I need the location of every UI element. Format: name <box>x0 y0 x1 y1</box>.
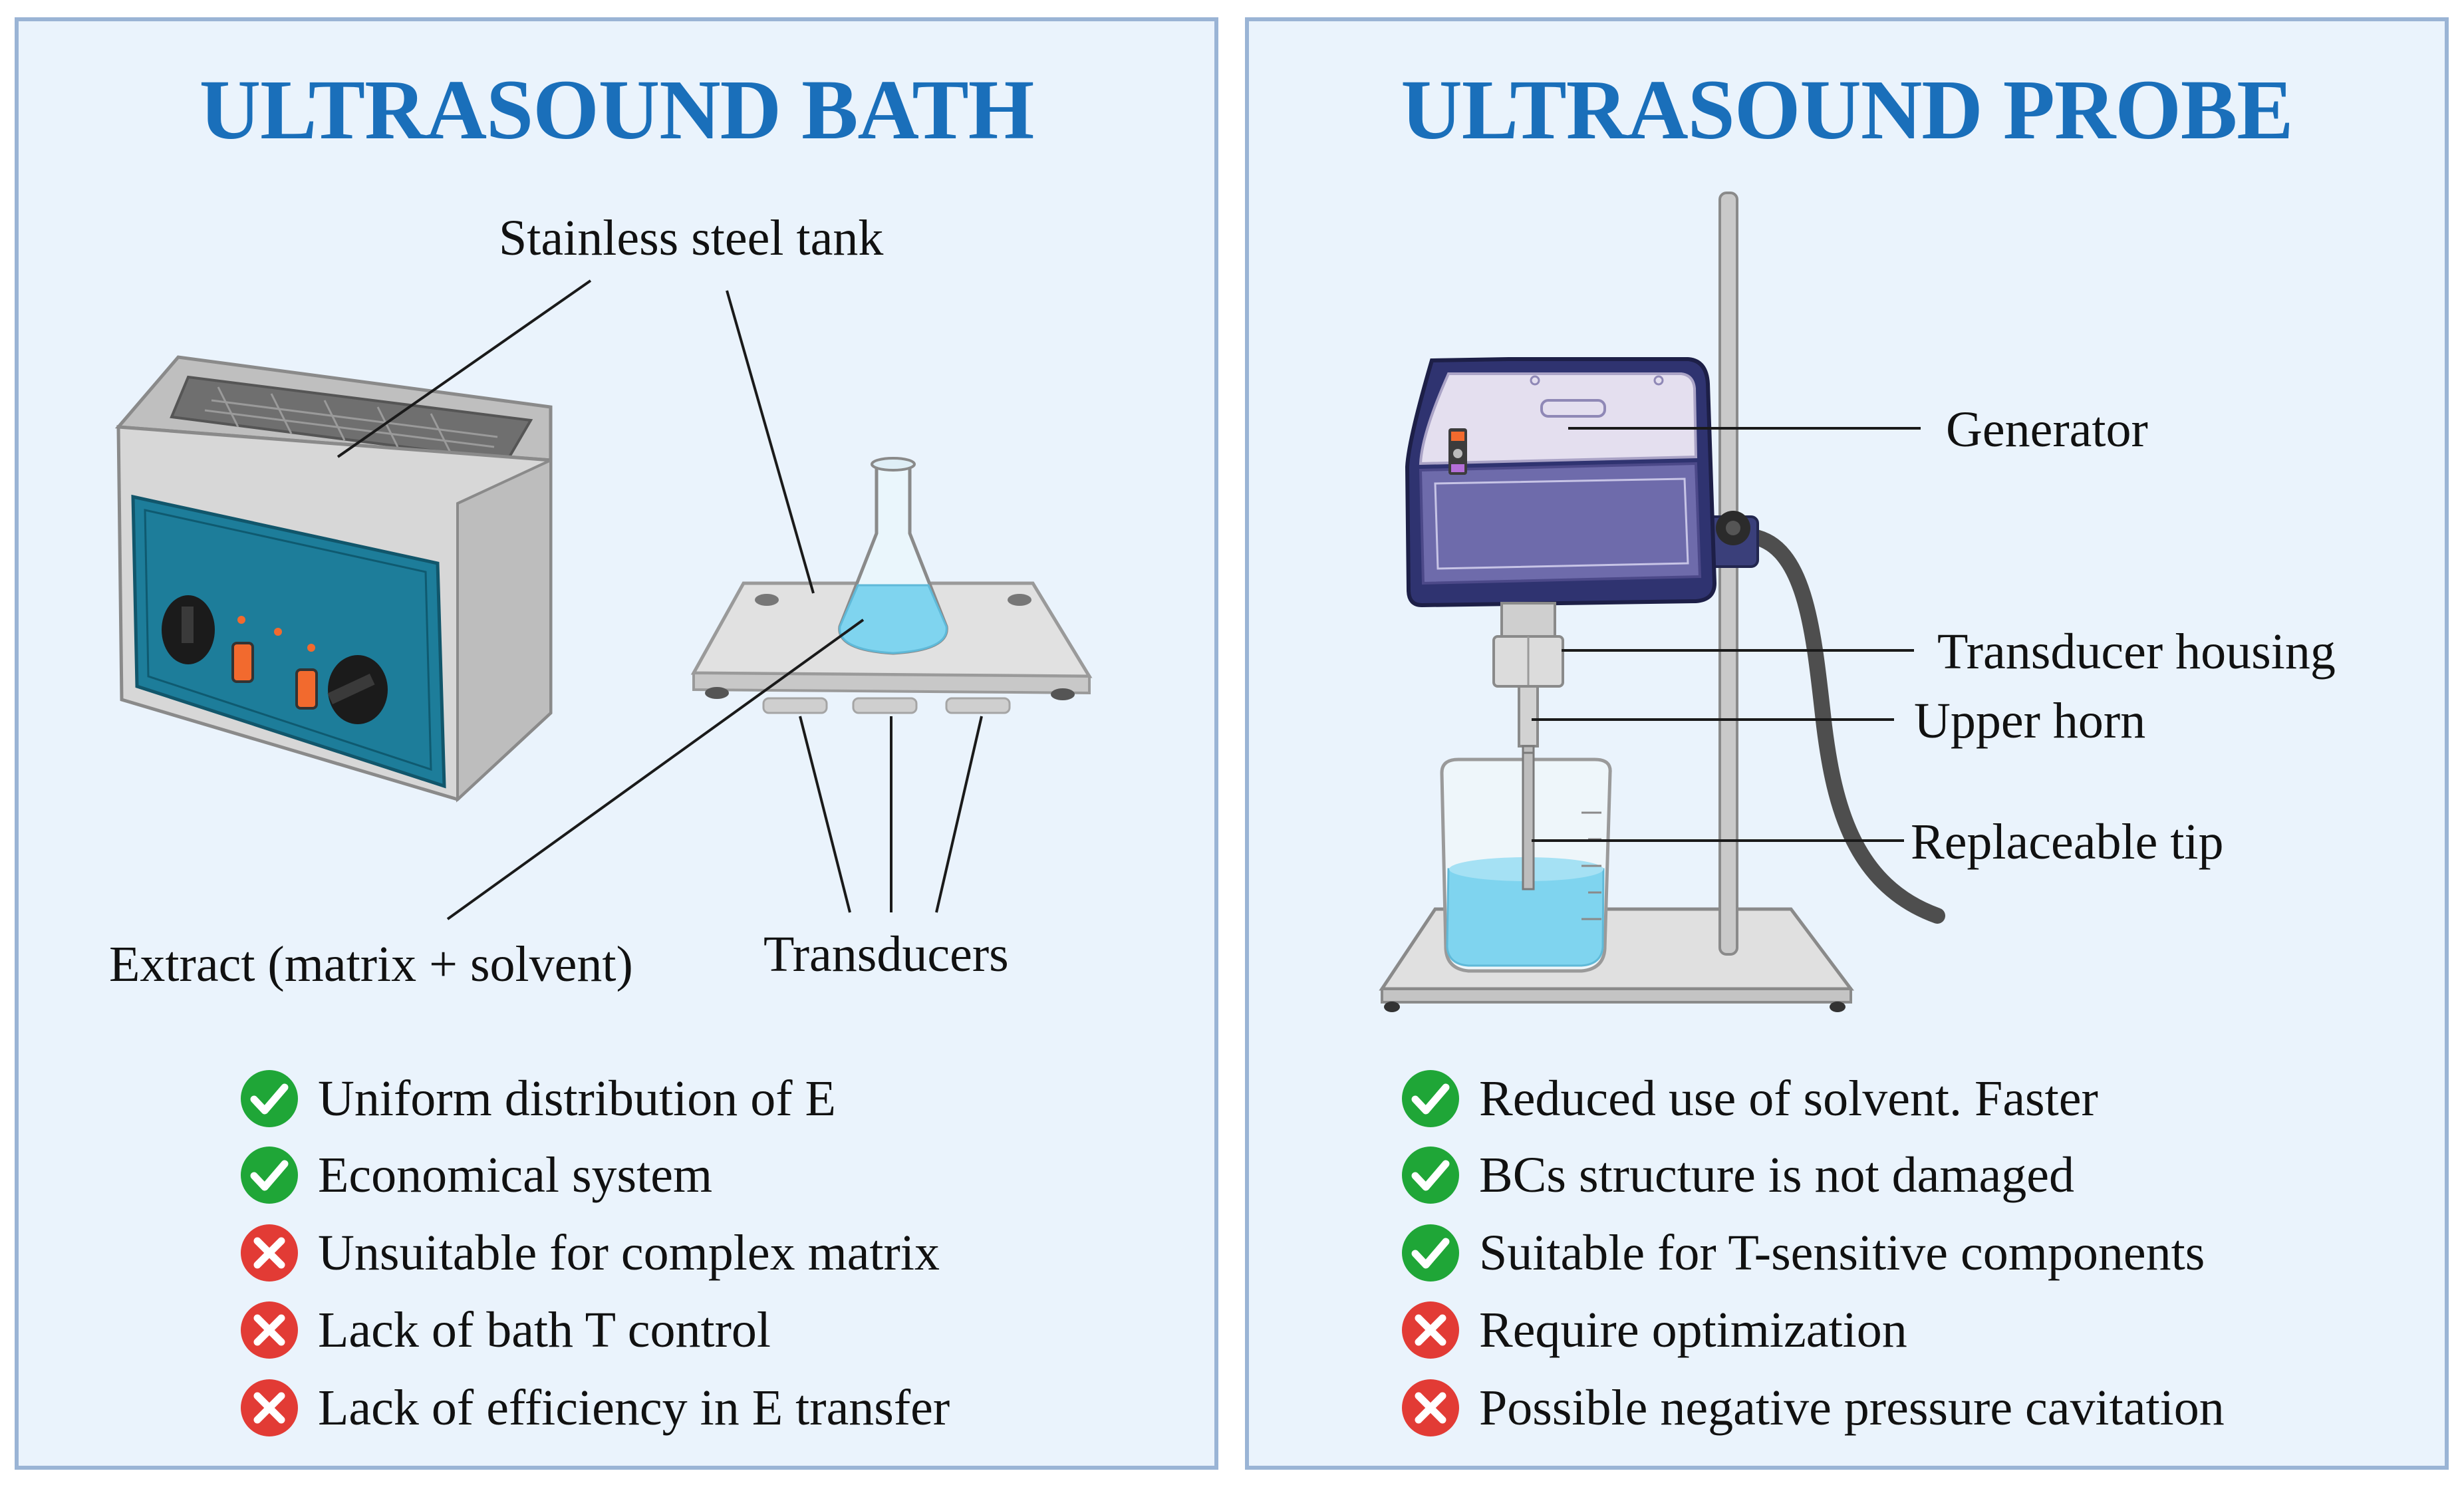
stand-rod-icon <box>1718 192 1738 956</box>
list-item-text: Economical system <box>318 1147 713 1203</box>
cross-icon <box>241 1224 298 1282</box>
panel-ultrasound-probe: ULTRASOUND PROBE <box>1245 17 2449 1470</box>
check-icon <box>1402 1224 1459 1282</box>
bath-leader-lines <box>337 279 983 920</box>
check-icon <box>241 1070 298 1127</box>
label-replaceable-tip: Replaceable tip <box>1911 814 2224 870</box>
list-item: Require optimization <box>1401 1300 1907 1360</box>
clamp-icon <box>1707 511 1759 568</box>
list-item-text: Possible negative pressure cavitation <box>1479 1380 2225 1436</box>
list-item: Possible negative pressure cavitation <box>1401 1378 2225 1438</box>
list-item-text: Lack of bath T control <box>318 1302 771 1358</box>
ultrasound-probe-illustration <box>1379 192 1945 1012</box>
list-item-text: BCs structure is not damaged <box>1479 1147 2074 1203</box>
label-generator: Generator <box>1946 402 2148 458</box>
list-item-text: Require optimization <box>1479 1302 1907 1358</box>
generator-icon <box>1405 357 1717 608</box>
list-item: Uniform distribution of E <box>239 1069 836 1129</box>
cross-icon <box>1402 1379 1459 1436</box>
check-icon <box>241 1147 298 1204</box>
cross-icon <box>1402 1301 1459 1359</box>
label-stainless-steel-tank: Stainless steel tank <box>499 210 884 266</box>
panel-title-bath: ULTRASOUND BATH <box>199 63 1035 157</box>
beaker-icon <box>1440 751 1612 973</box>
list-item: Lack of efficiency in E transfer <box>239 1378 950 1438</box>
list-item-text: Reduced use of solvent. Faster <box>1479 1071 2098 1127</box>
list-item: Suitable for T-sensitive components <box>1401 1223 2205 1283</box>
label-transducers: Transducers <box>763 926 1009 982</box>
check-icon <box>1402 1147 1459 1204</box>
label-extract: Extract (matrix + solvent) <box>109 936 633 992</box>
erlenmeyer-flask-icon <box>838 457 948 655</box>
list-item-text: Unsuitable for complex matrix <box>318 1225 940 1281</box>
cross-icon <box>241 1301 298 1359</box>
check-icon <box>1402 1070 1459 1127</box>
probe-cable-icon <box>1745 529 1945 924</box>
label-transducer-housing: Transducer housing <box>1937 624 2336 680</box>
list-item: BCs structure is not damaged <box>1401 1145 2074 1205</box>
transducer-housing-icon <box>1492 602 1564 688</box>
label-upper-horn: Upper horn <box>1914 693 2146 749</box>
ultrasound-bath-illustration <box>114 279 1093 920</box>
probe-leader-lines <box>1532 427 1921 842</box>
list-item: Economical system <box>239 1145 712 1205</box>
list-item-text: Suitable for T-sensitive components <box>1479 1225 2205 1281</box>
list-item: Reduced use of solvent. Faster <box>1401 1069 2098 1129</box>
panel-ultrasound-bath: ULTRASOUND BATH <box>15 17 1218 1470</box>
cross-icon <box>241 1379 298 1436</box>
list-item-text: Lack of efficiency in E transfer <box>318 1380 950 1436</box>
list-item-text: Uniform distribution of E <box>318 1071 836 1127</box>
list-item: Unsuitable for complex matrix <box>239 1223 940 1283</box>
list-item: Lack of bath T control <box>239 1300 771 1360</box>
bath-device-icon <box>114 355 553 803</box>
panel-title-probe: ULTRASOUND PROBE <box>1401 63 2293 157</box>
